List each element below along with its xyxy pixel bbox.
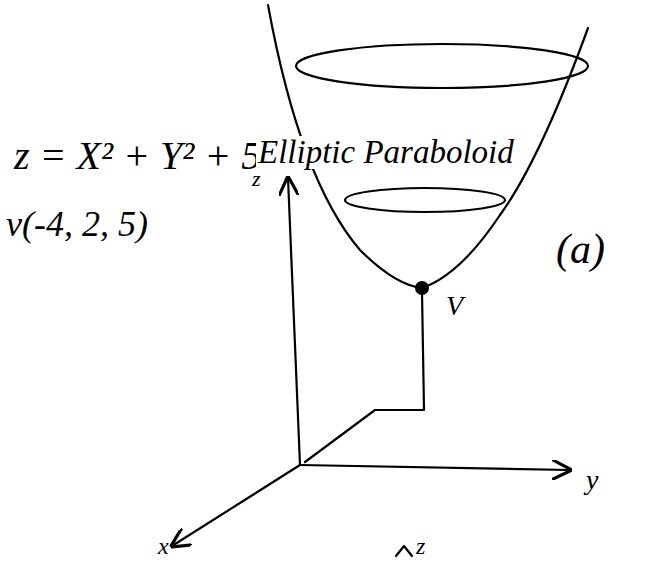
- axis-label: z: [416, 534, 425, 558]
- top-ellipse: [296, 44, 588, 88]
- axis-label: z: [252, 168, 261, 190]
- axis-label: y: [586, 466, 598, 494]
- vertex-dot: [415, 281, 429, 295]
- part-label: (a): [556, 228, 605, 270]
- axis-label: x: [158, 534, 169, 558]
- y-axis: [300, 465, 570, 470]
- z-axis: [288, 178, 300, 465]
- vertex-coordinates: v(-4, 2, 5): [6, 206, 148, 242]
- vertex-label: V: [446, 292, 463, 320]
- small-caret: [396, 546, 412, 556]
- equation-text: z = X² + Y² + 5: [12, 136, 263, 176]
- vertex-projection: [305, 292, 424, 462]
- x-axis: [172, 465, 300, 546]
- middle-ellipse: [345, 188, 505, 212]
- surface-name: Elliptic Paraboloid: [256, 136, 516, 169]
